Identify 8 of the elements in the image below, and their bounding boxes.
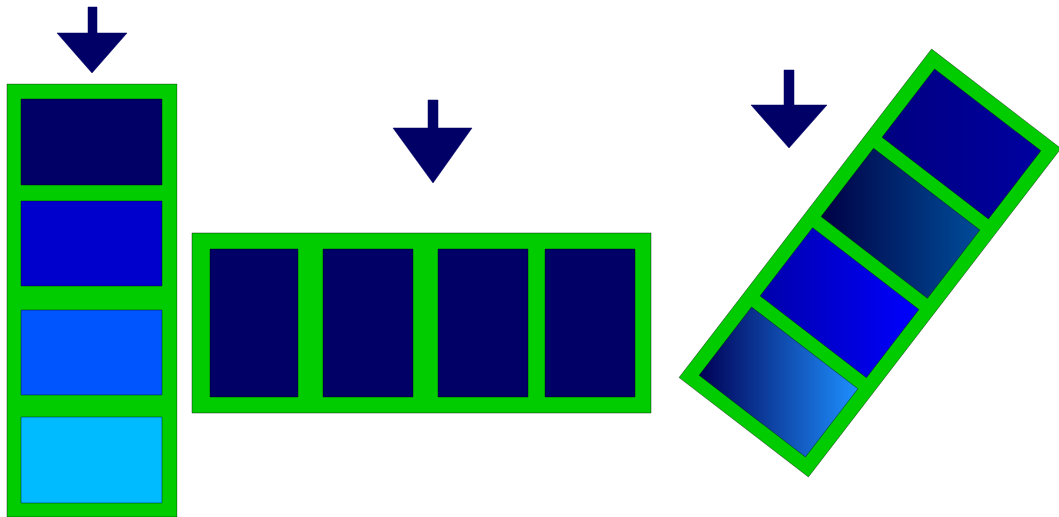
- cell: [20, 416, 163, 504]
- cell: [437, 248, 529, 398]
- cell: [20, 98, 163, 186]
- cell: [209, 248, 299, 398]
- cell: [20, 200, 163, 287]
- cell: [322, 248, 414, 398]
- cell: [20, 309, 163, 396]
- cell: [544, 248, 636, 398]
